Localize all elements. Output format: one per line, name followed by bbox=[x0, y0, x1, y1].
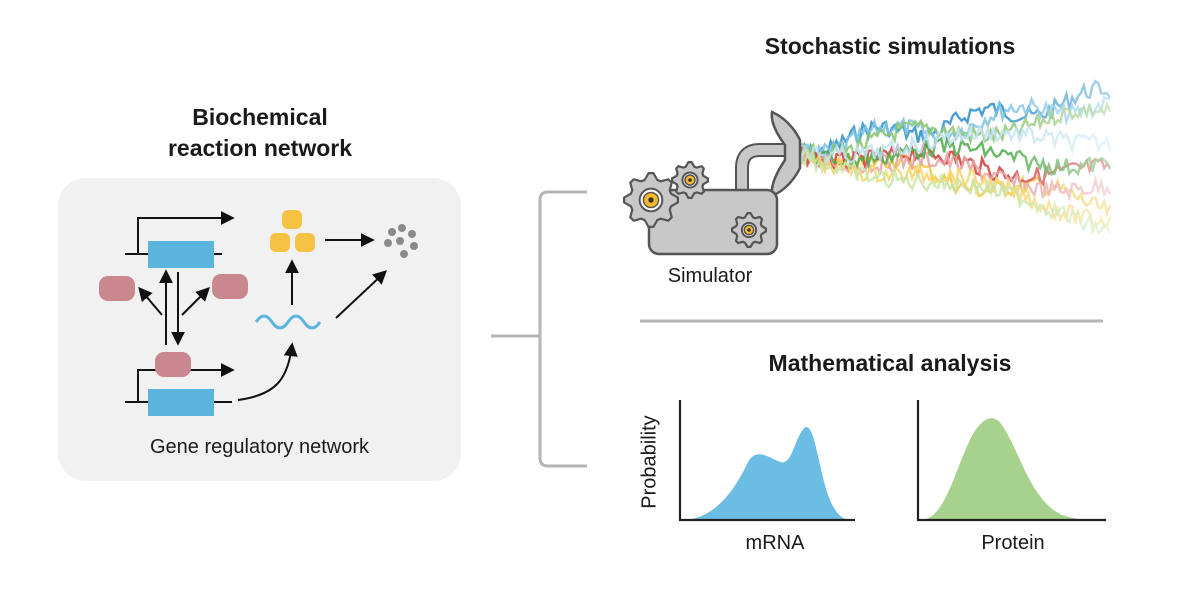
yellow-protein-1 bbox=[282, 210, 302, 229]
protein-bound bbox=[155, 352, 191, 377]
mrna-distribution-plot bbox=[678, 400, 855, 522]
mrna-distribution bbox=[685, 427, 850, 520]
gear-small-icon bbox=[671, 161, 709, 199]
mrna-axis-label: mRNA bbox=[745, 532, 805, 554]
arrow-transcription bbox=[237, 342, 298, 401]
bracket bbox=[491, 190, 587, 468]
protein-distribution-plot bbox=[916, 400, 1106, 522]
title-line-1: Biochemical bbox=[192, 104, 328, 130]
degradation-dots bbox=[384, 224, 418, 258]
protein-distribution bbox=[922, 418, 1095, 520]
gene-2-box bbox=[148, 389, 214, 416]
protein-right bbox=[212, 274, 248, 299]
gear-body-icon bbox=[731, 212, 767, 248]
arrow-mrna-degradation bbox=[335, 270, 388, 319]
gene-1-box bbox=[148, 241, 214, 268]
arrow-to-right-protein bbox=[181, 287, 210, 316]
trajectory-fade bbox=[1000, 60, 1200, 260]
reaction-network-title: Biochemical reaction network bbox=[60, 102, 460, 164]
gear-large-icon bbox=[623, 172, 679, 228]
protein-left bbox=[99, 276, 135, 301]
horn bbox=[770, 110, 802, 198]
arrow-to-left-protein bbox=[138, 286, 163, 316]
protein-axes bbox=[916, 400, 1106, 522]
gene-network-caption: Gene regulatory network bbox=[149, 436, 369, 458]
title-line-2: reaction network bbox=[167, 135, 353, 161]
gene-1-promoter-arrow bbox=[137, 211, 235, 254]
mrna-wave bbox=[254, 314, 322, 330]
mathematical-analysis-title: Mathematical analysis bbox=[768, 350, 1012, 376]
simulator-label: Simulator bbox=[667, 265, 753, 287]
stochastic-simulations-title: Stochastic simulations bbox=[764, 33, 1016, 59]
gene-network bbox=[99, 210, 418, 416]
gears bbox=[623, 161, 767, 248]
protein-axis-label: Protein bbox=[981, 532, 1045, 554]
yellow-protein-2 bbox=[270, 233, 290, 252]
gene-2-promoter-arrow bbox=[137, 363, 235, 402]
yellow-protein-3 bbox=[295, 233, 315, 252]
mrna-axes bbox=[678, 400, 855, 522]
